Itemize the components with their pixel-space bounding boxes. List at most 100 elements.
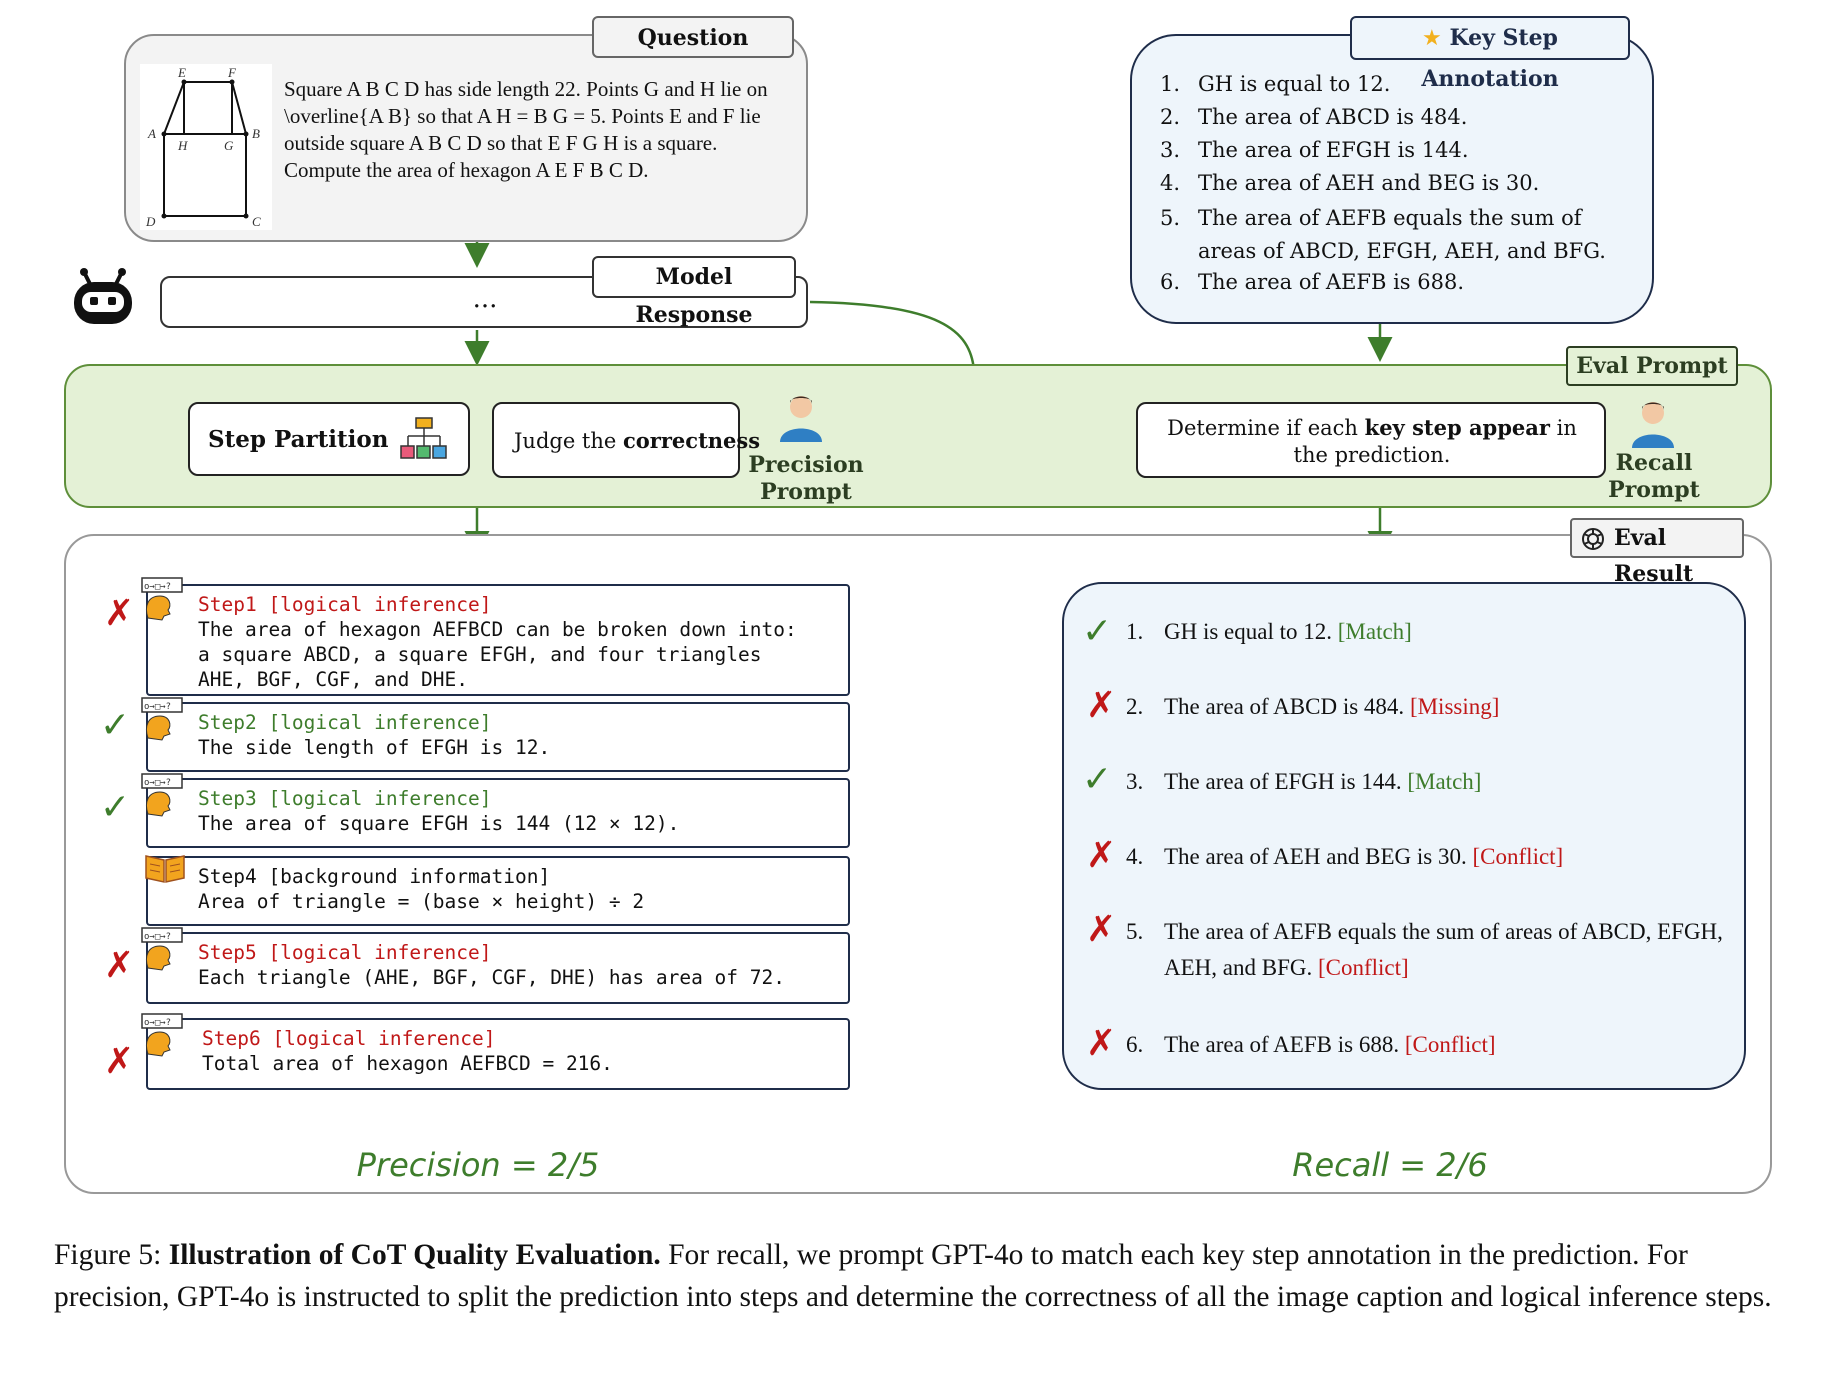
check-mark-icon: ✓ xyxy=(1082,611,1113,652)
recall-status: [Missing] xyxy=(1409,694,1500,719)
key-step-tag-label: Key Step Annotation xyxy=(1421,25,1559,92)
step-box: Step5 [logical inference] Each triangle … xyxy=(146,932,850,1004)
cross-mark-icon: ✗ xyxy=(1086,835,1117,876)
recall-item: 3. The area of EFGH is 144. [Match] xyxy=(1126,764,1746,800)
key-step-item: 3. The area of EFGH is 144. xyxy=(1160,136,1630,164)
key-step-text: The area of AEFB equals the sum of areas… xyxy=(1198,206,1606,263)
recall-num: 3. xyxy=(1126,769,1144,794)
key-step-text: The area of ABCD is 484. xyxy=(1198,105,1468,129)
step-box: Step6 [logical inference] Total area of … xyxy=(146,1018,850,1090)
key-step-text: The area of EFGH is 144. xyxy=(1198,138,1469,162)
robot-icon xyxy=(74,268,132,324)
check-mark-icon: ✓ xyxy=(1082,759,1113,800)
recall-result-panel xyxy=(1062,582,1746,1090)
key-step-tag: ★ Key Step Annotation xyxy=(1350,16,1630,92)
judge-correctness-text: Judge the correctness xyxy=(514,428,760,453)
step-line: a square ABCD, a square EFGH, and four t… xyxy=(198,643,762,666)
precision-prompt-line2: Prompt xyxy=(760,479,852,505)
key-step-num: 4. xyxy=(1160,171,1181,195)
judge-prefix: Judge the xyxy=(514,429,623,453)
recall-metric: Recall = 2/6 xyxy=(1292,1146,1488,1184)
fig-label-d: D xyxy=(145,214,156,229)
precision-prompt-line1: Precision xyxy=(748,452,864,478)
recall-text: GH is equal to 12. xyxy=(1164,619,1333,644)
judge-correctness-box: Judge the correctness xyxy=(492,402,760,478)
thinking-head-icon: o→□→? xyxy=(141,773,183,817)
key-step-num: 3. xyxy=(1160,138,1181,162)
fig-label-g: G xyxy=(224,138,234,153)
cross-mark-icon: ✗ xyxy=(104,1041,135,1082)
svg-text:o→□→?: o→□→? xyxy=(144,778,171,788)
check-mark-icon: ✓ xyxy=(100,787,131,828)
key-step-item: 2. The area of ABCD is 484. xyxy=(1160,103,1630,131)
recall-item: 4.The area of AEH and BEG is 30. [Confli… xyxy=(1126,839,1746,875)
cross-mark-icon: ✗ xyxy=(1086,1023,1117,1064)
key-step-item: 6.The area of AEFB is 688. xyxy=(1160,268,1630,296)
recall-status: [Conflict] xyxy=(1317,955,1409,980)
svg-text:o→□→?: o→□→? xyxy=(144,1018,171,1028)
recall-status: [Match] xyxy=(1337,619,1412,644)
recall-status: [Conflict] xyxy=(1472,844,1564,869)
step-partition-label: Step Partition xyxy=(208,426,389,453)
step-line: AHE, BGF, CGF, and DHE. xyxy=(198,668,469,691)
star-icon: ★ xyxy=(1422,26,1442,51)
cross-mark-icon: ✗ xyxy=(104,593,135,634)
determine-bold: key step appear xyxy=(1364,415,1550,440)
recall-item: 5.The area of AEFB equals the sum of are… xyxy=(1126,914,1746,986)
key-step-panel xyxy=(1130,34,1654,324)
key-step-text: The area of AEFB is 688. xyxy=(1198,270,1465,294)
fig-label-c: C xyxy=(252,214,261,229)
person-icon xyxy=(1632,402,1674,448)
key-step-text: GH is equal to 12. xyxy=(1198,72,1391,96)
step-line: The side length of EFGH is 12. xyxy=(198,736,551,759)
caption-bold: Illustration of CoT Quality Evaluation. xyxy=(168,1239,661,1271)
thinking-head-icon: o→□→? xyxy=(141,577,183,621)
key-step-num: 2. xyxy=(1160,105,1181,129)
recall-text: The area of AEFB equals the sum of areas… xyxy=(1164,919,1723,980)
check-mark-icon: ✓ xyxy=(100,705,131,746)
question-tag: Question xyxy=(592,16,794,58)
recall-prompt-line1: Recall xyxy=(1615,450,1693,476)
recall-prompt-line2: Prompt xyxy=(1608,477,1700,503)
question-text: Square A B C D has side length 22. Point… xyxy=(284,77,768,182)
recall-item: 6.The area of AEFB is 688. [Conflict] xyxy=(1126,1027,1746,1063)
caption-rest: For recall, we prompt GPT-4o to match ea… xyxy=(54,1239,1772,1313)
fig-label-b: B xyxy=(252,126,260,141)
step-box: Step4 [background information] Area of t… xyxy=(146,856,850,926)
determine-key-step-box: Determine if each key step appear in the… xyxy=(1136,402,1606,478)
determine-text: Determine if each key step appear in the… xyxy=(1152,414,1592,469)
book-icon xyxy=(145,855,185,883)
step-head: Step4 [background information] xyxy=(198,865,551,888)
openai-logo-icon xyxy=(1582,528,1604,550)
figure-caption: Figure 5: Illustration of CoT Quality Ev… xyxy=(54,1234,1784,1318)
determine-suffix: in the prediction. xyxy=(1293,416,1577,467)
precision-metric: Precision = 2/5 xyxy=(356,1146,600,1184)
thinking-head-icon: o→□→? xyxy=(141,1013,183,1057)
thinking-head-icon: o→□→? xyxy=(141,697,183,741)
fig-label-f: F xyxy=(227,65,237,80)
step-head: Step3 [logical inference] xyxy=(198,787,492,810)
recall-text: The area of AEFB is 688. xyxy=(1164,1032,1400,1057)
step-line: The area of square EFGH is 144 (12 × 12)… xyxy=(198,812,680,835)
step-head: Step1 [logical inference] xyxy=(198,593,492,616)
square-geometry-figure: E F A H G B D C xyxy=(140,64,272,230)
key-step-item: 4.The area of AEH and BEG is 30. xyxy=(1160,169,1630,197)
step-line: Each triangle (AHE, BGF, CGF, DHE) has a… xyxy=(198,966,785,989)
key-step-num: 5. xyxy=(1160,206,1181,230)
step-line: Total area of hexagon AEFBCD = 216. xyxy=(202,1052,613,1075)
recall-status: [Match] xyxy=(1407,769,1482,794)
recall-text: The area of ABCD is 484. xyxy=(1164,694,1405,719)
step-head: Step2 [logical inference] xyxy=(198,711,492,734)
svg-text:o→□→?: o→□→? xyxy=(144,582,171,592)
step-partition-box: Step Partition xyxy=(188,402,470,476)
key-step-num: 1. xyxy=(1160,72,1181,96)
recall-item: 2.The area of ABCD is 484. [Missing] xyxy=(1126,689,1746,725)
recall-text: The area of EFGH is 144. xyxy=(1164,769,1402,794)
caption-prefix: Figure 5: xyxy=(54,1239,169,1271)
recall-num: 6. xyxy=(1126,1032,1144,1057)
recall-item: 1.GH is equal to 12. [Match] xyxy=(1126,614,1746,650)
step-head: Step5 [logical inference] xyxy=(198,941,492,964)
cross-mark-icon: ✗ xyxy=(1086,909,1117,950)
eval-prompt-tag: Eval Prompt xyxy=(1566,346,1738,386)
key-step-item: 5. The area of AEFB equals the sum of are… xyxy=(1160,202,1630,268)
